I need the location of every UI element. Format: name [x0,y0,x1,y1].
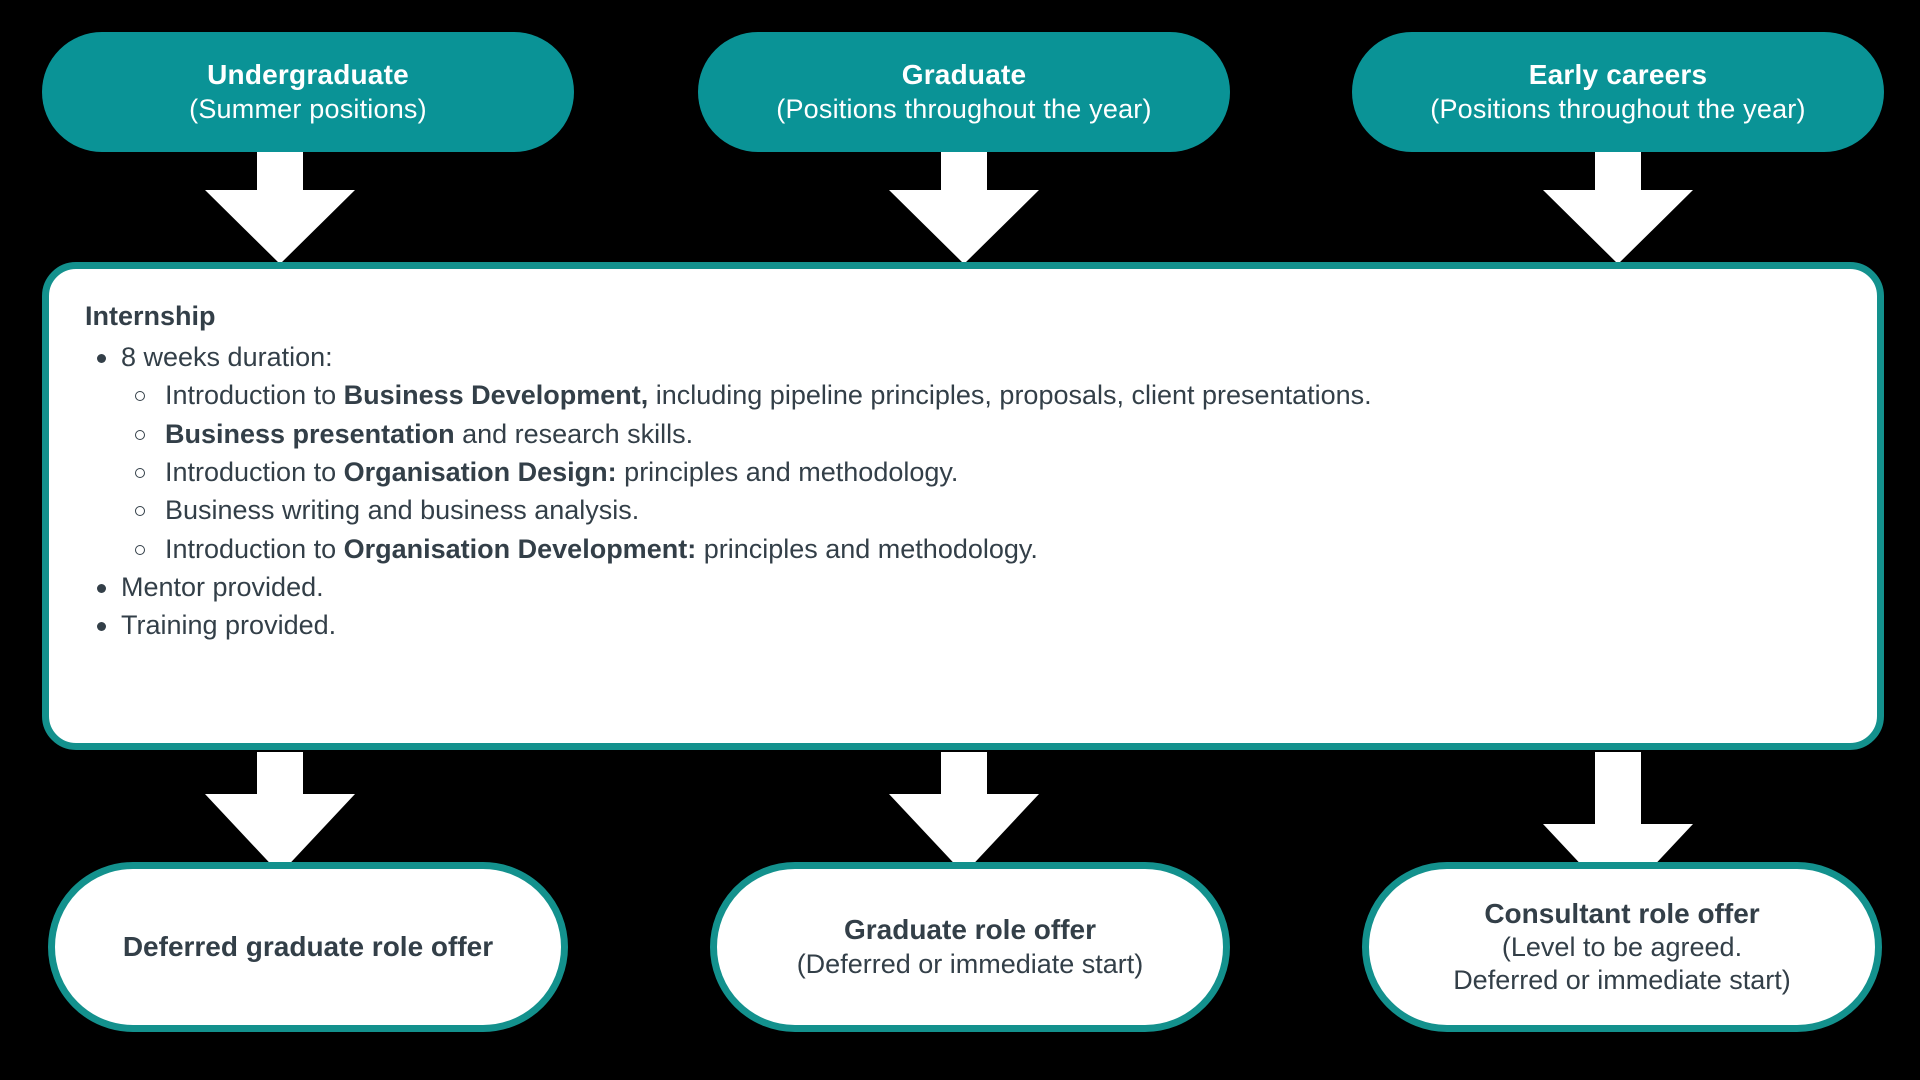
node-graduate-role-offer: Graduate role offer (Deferred or immedia… [710,862,1230,1032]
bullet-disc-icon [97,622,106,632]
node-graduate-role-offer-subtitle: (Deferred or immediate start) [796,948,1144,979]
sub-bullet-item: Business writing and business analysis. [121,491,1843,529]
node-early-careers: Early careers (Positions throughout the … [1352,32,1884,152]
node-consultant-role-offer-subtitle-line-2: Deferred or immediate start) [1453,965,1791,996]
node-early-careers-subtitle: (Positions throughout the year) [1430,93,1806,124]
sub-bullet-item: Introduction to Organisation Design: pri… [121,453,1843,491]
bullet-item: Mentor provided. [83,568,1843,606]
bullet-circle-icon [135,506,145,517]
node-deferred-graduate-role-offer: Deferred graduate role offer [48,862,568,1032]
bullet-item: 8 weeks duration: Introduction to Busine… [83,338,1843,568]
bullet-disc-icon [97,354,106,363]
internship-card: Internship 8 weeks duration: Introductio… [42,262,1884,750]
node-graduate: Graduate (Positions throughout the year) [698,32,1230,152]
sub-bullet-item: Business presentation and research skill… [121,415,1843,453]
node-undergraduate-subtitle: (Summer positions) [189,93,427,124]
sub-bullet-text: Business presentation and research skill… [165,418,694,449]
node-early-careers-title: Early careers [1528,59,1708,91]
arrow-internship-to-consultant-role [1543,752,1693,904]
node-undergraduate: Undergraduate (Summer positions) [42,32,574,152]
node-undergraduate-title: Undergraduate [207,59,409,91]
bullet-item: Training provided. [83,606,1843,644]
arrow-undergraduate-to-internship [205,152,355,264]
node-graduate-role-offer-title: Graduate role offer [843,914,1097,946]
node-consultant-role-offer-subtitle-line-1: (Level to be agreed. [1501,932,1743,963]
arrow-internship-to-deferred-graduate [205,752,355,874]
sub-bullet-text: Introduction to Organisation Design: pri… [165,456,959,487]
sub-bullet-text: Business writing and business analysis. [165,495,640,526]
node-deferred-graduate-role-offer-title: Deferred graduate role offer [122,930,494,962]
node-consultant-role-offer: Consultant role offer (Level to be agree… [1362,862,1882,1032]
sub-bullet-text: Introduction to Organisation Development… [165,533,1038,564]
arrow-early-careers-to-internship [1543,152,1693,264]
bullet-circle-icon [135,429,145,440]
arrow-internship-to-graduate-role [889,752,1039,874]
sub-bullet-item: Introduction to Organisation Development… [121,530,1843,568]
node-consultant-role-offer-title: Consultant role offer [1484,897,1760,929]
bullet-circle-icon [135,544,145,555]
sub-bullet-item: Introduction to Business Development, in… [121,376,1843,414]
bullet-disc-icon [97,583,106,593]
bullet-circle-icon [135,391,145,402]
internship-bullet-list: 8 weeks duration: Introduction to Busine… [83,338,1843,645]
sub-bullet-text: Introduction to Business Development, in… [165,380,1372,411]
internship-sub-bullet-list: Introduction to Business Development, in… [121,376,1843,568]
internship-title: Internship [85,301,216,331]
bullet-text: 8 weeks duration: [121,342,333,372]
bullet-text: Training provided. [121,610,337,641]
bullet-text: Mentor provided. [121,571,324,602]
bullet-circle-icon [135,467,145,478]
arrow-graduate-to-internship [889,152,1039,264]
node-graduate-subtitle: (Positions throughout the year) [776,93,1152,124]
node-graduate-title: Graduate [901,59,1027,91]
